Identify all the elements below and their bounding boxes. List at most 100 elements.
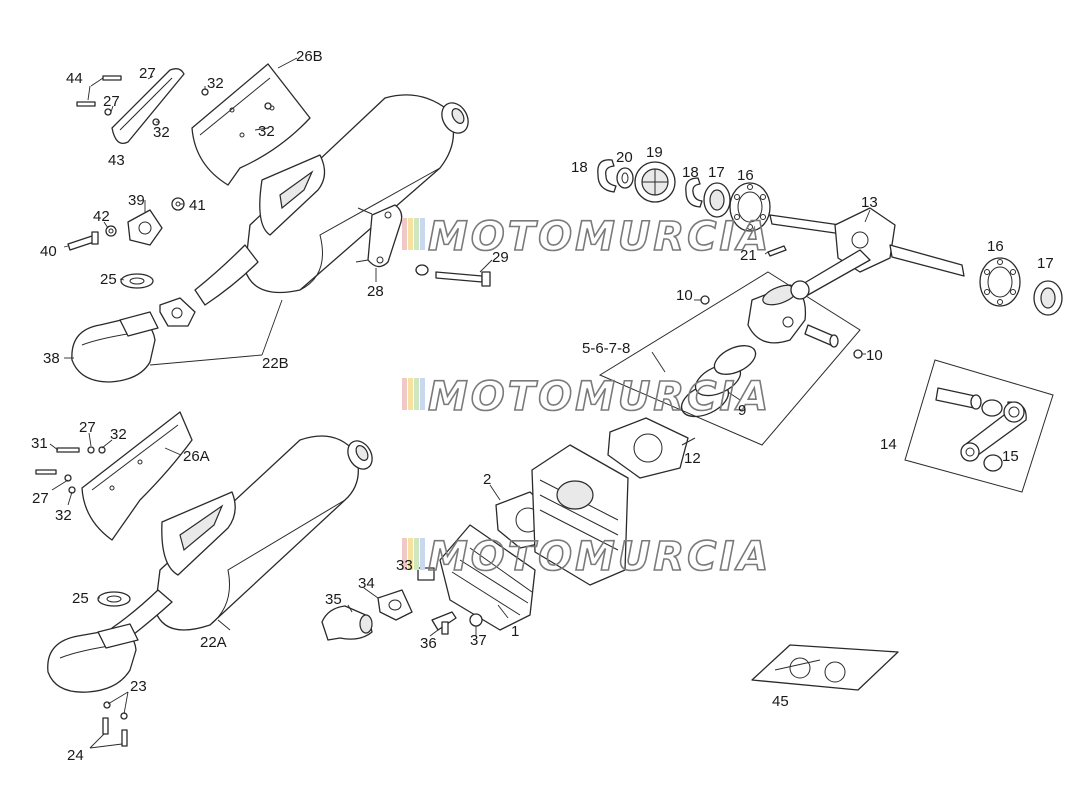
label-32: 32 [153,124,170,141]
label-27: 27 [139,65,156,82]
watermark-text: MOTOMURCIA [428,374,771,420]
label-44: 44 [66,70,83,87]
label-1: 1 [511,623,519,640]
bolts-23-24[interactable] [102,701,128,747]
flange-39[interactable] [127,209,163,246]
wm-stripe-2 [408,378,413,410]
label-18: 18 [682,164,699,181]
leader-lines-lower-left [49,432,231,749]
spark-plug-36[interactable] [431,611,457,635]
seal-17-right[interactable] [1033,280,1063,316]
label-28: 28 [367,283,384,300]
wm-stripe-3 [414,218,419,250]
label-39: 39 [128,192,145,209]
wm-stripe-1 [402,378,407,410]
circlip-18-left[interactable] [597,159,617,193]
label-45: 45 [772,693,789,710]
intake-gasket-34[interactable] [377,589,413,621]
label-13: 13 [861,194,878,211]
label-43: 43 [108,152,125,169]
label-32: 32 [55,507,72,524]
wm-stripe-2 [408,538,413,570]
part-labels: 44 27 27 32 32 32 43 26B 39 41 42 40 25 … [31,48,1054,764]
label-32: 32 [258,123,275,140]
exhaust-heat-shield-26b[interactable] [191,63,311,186]
label-20: 20 [616,149,633,166]
exhaust-silencer-22b[interactable] [159,94,473,327]
washer-42[interactable] [105,225,117,237]
bracket-28[interactable] [355,204,403,268]
piston-rings-9[interactable] [676,340,760,423]
label-25: 25 [72,590,89,607]
label-22b: 22B [262,355,289,372]
connecting-rod-kit-14[interactable] [904,359,1054,493]
label-5-6-7-8: 5-6-7-8 [582,340,630,357]
label-22a: 22A [200,634,227,651]
label-37: 37 [470,632,487,649]
watermark-middle: MOTOMURCIA [402,373,771,421]
label-21: 21 [740,247,757,264]
gear-19[interactable] [634,161,676,203]
exhaust-pipe-lower[interactable] [47,623,139,693]
label-27: 27 [79,419,96,436]
nut-37[interactable] [469,613,483,627]
label-16: 16 [987,238,1004,255]
watermark-text: MOTOMURCIA [428,214,771,260]
label-34: 34 [358,575,375,592]
cylinder-head-1[interactable] [439,524,536,631]
label-42: 42 [93,208,110,225]
label-19: 19 [646,144,663,161]
clamp-43[interactable] [111,68,185,145]
label-15: 15 [1002,448,1019,465]
label-38: 38 [43,350,60,367]
label-25: 25 [100,271,117,288]
washer-20[interactable] [616,167,634,189]
piston-pin[interactable] [804,324,839,348]
label-26a: 26A [183,448,210,465]
wm-stripe-3 [414,378,419,410]
intake-elbow-35[interactable] [321,605,373,641]
circlip-18-right[interactable] [685,177,703,208]
gasket-kit-45[interactable] [751,644,899,691]
label-18: 18 [571,159,588,176]
label-9: 9 [738,402,746,419]
label-40: 40 [40,243,57,260]
label-41: 41 [189,197,206,214]
key-21[interactable] [767,245,787,257]
bolt-40[interactable] [67,231,99,251]
bearing-16-right[interactable] [979,257,1021,307]
piston-5-6-7-8[interactable] [747,281,807,344]
exhaust-pipe-38[interactable] [71,311,159,383]
watermark-text: MOTOMURCIA [428,534,771,580]
label-10: 10 [866,347,883,364]
label-35: 35 [325,591,342,608]
label-36: 36 [420,635,437,652]
wm-stripe-1 [402,538,407,570]
seal-17-left[interactable] [703,182,731,218]
watermark-top: MOTOMURCIA [402,213,771,261]
label-17: 17 [708,164,725,181]
base-gasket-12[interactable] [607,417,696,479]
small-fasteners-lower-left[interactable] [35,446,106,494]
bearing-16-left[interactable] [729,182,771,232]
wm-stripe-2 [408,218,413,250]
label-27: 27 [103,93,120,110]
label-32: 32 [110,426,127,443]
wm-stripe-3 [414,538,419,570]
label-27: 27 [32,490,49,507]
label-33: 33 [396,557,413,574]
label-17: 17 [1037,255,1054,272]
exhaust-heat-shield-26a[interactable] [81,411,193,541]
bolt-29[interactable] [415,264,491,287]
gasket-25-upper[interactable] [120,273,154,289]
wm-stripe-4 [420,218,425,250]
wm-stripe-4 [420,538,425,570]
stud-33[interactable] [417,567,435,581]
wm-stripe-4 [420,378,425,410]
cylinder-block[interactable] [531,444,629,586]
crankshaft-13[interactable] [769,207,965,300]
label-16: 16 [737,167,754,184]
gasket-25-lower[interactable] [97,591,131,607]
label-31: 31 [31,435,48,452]
leader-lines-crank [764,209,871,255]
